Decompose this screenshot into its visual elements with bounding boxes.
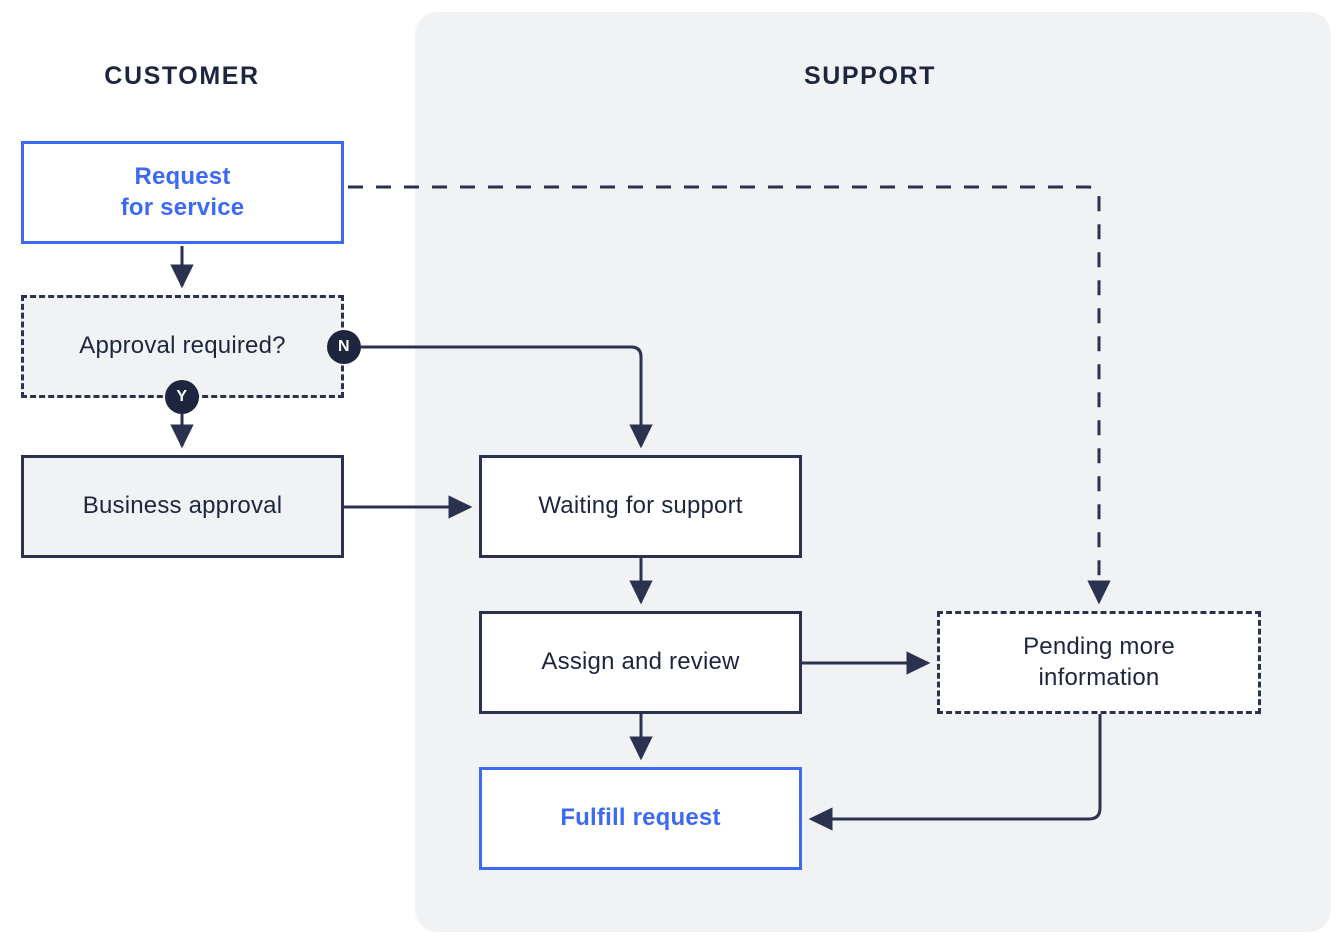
lane-title-support: SUPPORT (803, 62, 937, 90)
node-approval-required-label: Approval required? (79, 332, 286, 360)
node-fulfill-request-label: Fulfill request (560, 804, 721, 832)
node-pending-more-information-label: Pending more information (1023, 632, 1175, 693)
node-request-for-service-label: Request for service (121, 162, 245, 223)
node-waiting-for-support-label: Waiting for support (538, 492, 743, 520)
node-business-approval[interactable]: Business approval (21, 455, 344, 558)
node-pending-line1: Pending more (1023, 632, 1175, 660)
node-request-line1: Request (134, 162, 231, 190)
node-business-approval-label: Business approval (82, 492, 283, 520)
decision-badge-yes[interactable]: Y (165, 380, 199, 414)
node-waiting-for-support[interactable]: Waiting for support (479, 455, 802, 558)
node-assign-and-review-label: Assign and review (541, 648, 740, 676)
edge-approval-to-waiting (361, 345, 653, 449)
node-pending-line2: information (1038, 663, 1160, 691)
node-request-line2: for service (120, 193, 245, 221)
node-pending-more-information[interactable]: Pending more information (937, 611, 1261, 714)
edge-request-to-pending (348, 185, 1111, 605)
edge-pending-to-fulfill (808, 714, 1102, 831)
decision-badge-no[interactable]: N (327, 330, 361, 364)
node-request-for-service[interactable]: Request for service (21, 141, 344, 244)
lane-title-customer: CUSTOMER (104, 62, 260, 90)
node-fulfill-request[interactable]: Fulfill request (479, 767, 802, 870)
node-assign-and-review[interactable]: Assign and review (479, 611, 802, 714)
